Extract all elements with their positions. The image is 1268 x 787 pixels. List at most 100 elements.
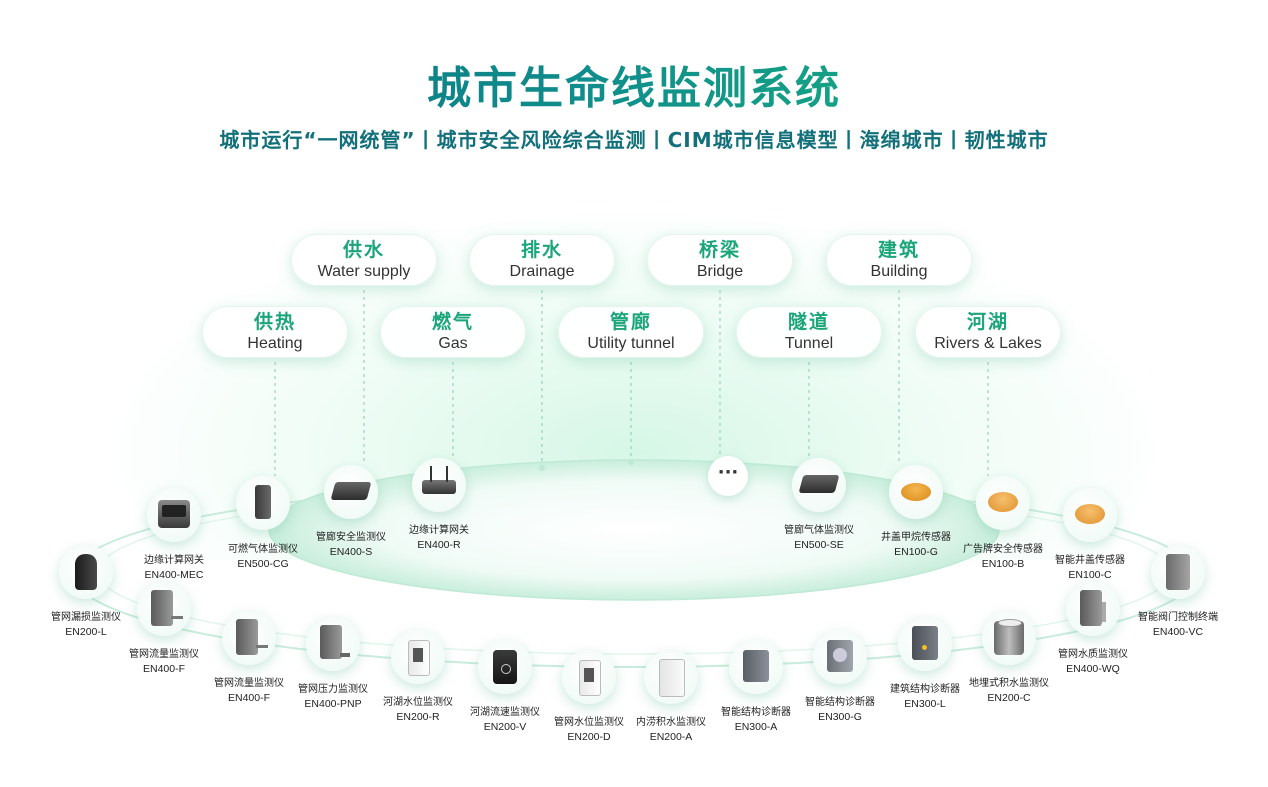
water-quality-icon — [1066, 582, 1120, 636]
device-label: 智能结构诊断器 EN300-A — [691, 705, 821, 735]
pressure-monitor-icon — [306, 617, 360, 671]
device-model: EN300-A — [734, 721, 778, 733]
device-name: 管网漏损监测仪 — [51, 612, 121, 623]
device-model: EN100-G — [894, 546, 938, 558]
valve-controller-icon — [1151, 545, 1205, 599]
more-indicator: ··· — [708, 456, 748, 496]
category-drainage: 排水 Drainage — [469, 234, 615, 286]
manhole-methane-icon — [889, 465, 943, 519]
flow-monitor-icon — [222, 611, 276, 665]
manhole-sensor-icon — [1063, 488, 1117, 542]
category-rivers-lakes: 河湖 Rivers & Lakes — [915, 306, 1061, 358]
device-model: EN400-MEC — [144, 569, 204, 581]
device-model: EN300-G — [818, 711, 862, 723]
device-name: 边缘计算网关 — [409, 525, 469, 536]
device-label: 边缘计算网关 EN400-MEC — [109, 553, 239, 583]
category-cn: 供水 — [342, 239, 385, 261]
device-name: 河湖流速监测仪 — [470, 707, 540, 718]
device-name: 管网压力监测仪 — [298, 684, 368, 695]
category-heating: 供热 Heating — [202, 306, 348, 358]
device-model: EN400-VC — [1152, 626, 1204, 638]
category-en: Rivers & Lakes — [934, 335, 1042, 352]
device-label: 广告牌安全传感器 EN100-B — [938, 542, 1068, 572]
device-name: 内涝积水监测仪 — [636, 717, 706, 728]
device-label: 边缘计算网关 EN400-R — [374, 523, 504, 553]
leak-monitor-icon — [59, 545, 113, 599]
device-name: 智能结构诊断器 — [805, 697, 875, 708]
category-en: Building — [870, 263, 928, 280]
device-name: 智能阀门控制终端 — [1138, 612, 1218, 623]
device-name: 管廊安全监测仪 — [316, 532, 386, 543]
device-model: EN200-A — [649, 731, 693, 743]
device-model: EN100-C — [1068, 569, 1112, 581]
device-name: 地埋式积水监测仪 — [969, 678, 1049, 689]
device-name: 管网流量监测仪 — [214, 678, 284, 689]
structure-diagnoser-icon — [729, 640, 783, 694]
device-name: 河湖水位监测仪 — [383, 697, 453, 708]
page-subtitle: 城市运行“一网统管”丨城市安全风险综合监测丨CIM城市信息模型丨海绵城市丨韧性城… — [219, 128, 1049, 152]
device-label: 内涝积水监测仪 EN200-A — [606, 715, 736, 745]
device-label: 智能结构诊断器 EN300-G — [775, 695, 905, 725]
river-velocity-icon — [478, 640, 532, 694]
device-name: 管网水质监测仪 — [1058, 649, 1128, 660]
edge-router-icon — [412, 458, 466, 512]
category-cn: 供热 — [253, 311, 296, 333]
device-label: 河湖水位监测仪 EN200-R — [353, 695, 483, 725]
device-label: 可燃气体监测仪 EN500-CG — [198, 542, 328, 572]
device-label: 地埋式积水监测仪 EN200-C — [944, 676, 1074, 706]
page-title: 城市生命线监测系统 — [0, 52, 1268, 116]
device-model: EN400-PNP — [304, 698, 362, 710]
category-cn: 燃气 — [431, 311, 474, 333]
pipe-level-icon — [562, 650, 616, 704]
device-label: 智能阀门控制终端 EN400-VC — [1113, 610, 1243, 640]
river-level-icon — [391, 630, 445, 684]
category-utility-tunnel: 管廊 Utility tunnel — [558, 306, 704, 358]
device-model: EN400-F — [227, 692, 270, 704]
device-model: EN200-R — [396, 711, 440, 723]
device-name: 管网流量监测仪 — [129, 649, 199, 660]
device-name: 边缘计算网关 — [144, 555, 204, 566]
category-en: Utility tunnel — [587, 335, 675, 352]
category-cn: 桥梁 — [698, 239, 741, 261]
device-label: 管廊安全监测仪 EN400-S — [286, 530, 416, 560]
device-label: 管网流量监测仪 EN400-F — [184, 676, 314, 706]
device-model: EN500-CG — [237, 558, 289, 570]
tunnel-gas-icon — [792, 458, 846, 512]
category-en: Bridge — [696, 263, 744, 280]
category-tunnel: 隧道 Tunnel — [736, 306, 882, 358]
category-en: Tunnel — [784, 335, 834, 352]
device-model: EN100-B — [981, 558, 1025, 570]
device-label: 智能井盖传感器 EN100-C — [1025, 553, 1155, 583]
category-en: Heating — [247, 335, 303, 352]
device-model: EN200-C — [987, 692, 1031, 704]
device-name: 智能结构诊断器 — [721, 707, 791, 718]
device-name: 广告牌安全传感器 — [963, 544, 1043, 555]
structure-diagnoser-icon — [813, 630, 867, 684]
gas-detector-icon — [236, 476, 290, 530]
flow-monitor-icon — [137, 582, 191, 636]
device-name: 可燃气体监测仪 — [228, 544, 298, 555]
waterlogging-icon — [644, 650, 698, 704]
device-name: 管网水位监测仪 — [554, 717, 624, 728]
category-en: Water supply — [317, 263, 411, 280]
category-cn: 河湖 — [966, 311, 1009, 333]
device-model: EN300-L — [904, 698, 946, 710]
device-label: 管网压力监测仪 EN400-PNP — [268, 682, 398, 712]
category-bridge: 桥梁 Bridge — [647, 234, 793, 286]
tunnel-monitor-icon — [324, 465, 378, 519]
device-name: 智能井盖传感器 — [1055, 555, 1125, 566]
device-model: EN400-S — [329, 546, 373, 558]
buried-water-icon — [982, 611, 1036, 665]
device-label: 井盖甲烷传感器 EN100-G — [851, 530, 981, 560]
building-diagnoser-icon — [898, 617, 952, 671]
category-cn: 隧道 — [787, 311, 830, 333]
device-name: 井盖甲烷传感器 — [881, 532, 951, 543]
device-model: EN400-R — [417, 539, 461, 551]
device-model: EN500-SE — [794, 539, 844, 551]
